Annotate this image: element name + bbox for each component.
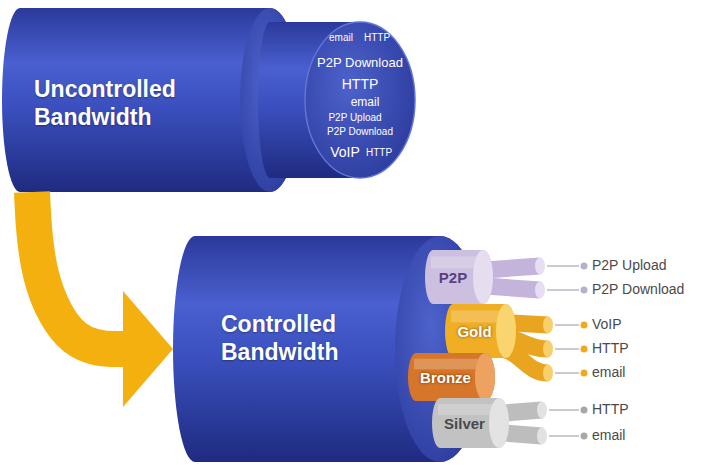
traffic-type: email — [329, 33, 353, 43]
pipe-highlight — [451, 310, 504, 322]
pipe-highlight — [438, 404, 497, 415]
tube-end — [537, 428, 547, 445]
bandwidth-cylinder: Controlled BandwidthP2PGoldBronzeSilver — [173, 236, 485, 462]
class-name: P2P — [439, 270, 467, 285]
class-pipe: Silver — [432, 398, 509, 448]
tube-end — [535, 258, 545, 275]
leader-dot — [581, 287, 588, 294]
pipe-end — [496, 304, 516, 358]
traffic-type: P2P Upload — [328, 113, 381, 123]
traffic-label: VoIP — [592, 317, 622, 332]
pipe-body — [408, 353, 495, 401]
tube-end — [537, 402, 547, 419]
arrow-head — [123, 291, 173, 407]
traffic-type: HTTP — [342, 77, 379, 91]
arrow-shaft — [32, 192, 125, 349]
traffic-label: P2P Download — [592, 282, 684, 297]
pipe-end — [489, 398, 509, 448]
traffic-label: P2P Upload — [592, 258, 666, 273]
class-name: Bronze — [420, 370, 471, 385]
pipe-highlight — [414, 359, 483, 370]
sub-tube — [485, 266, 540, 270]
transition-arrow — [32, 192, 173, 407]
class-name: Gold — [457, 324, 491, 339]
leader-dot — [581, 263, 588, 270]
traffic-type: VoIP — [330, 145, 360, 159]
cylinder-face — [305, 22, 415, 178]
traffic-type: P2P Download — [317, 56, 403, 69]
leader-lines — [547, 266, 579, 436]
traffic-type: email — [351, 96, 380, 108]
tube-end — [543, 341, 553, 358]
traffic-type: HTTP — [364, 33, 390, 43]
pipe-end — [473, 250, 493, 304]
cylinder-body — [2, 8, 300, 192]
class-name: Silver — [444, 416, 485, 431]
leader-dot — [581, 370, 588, 377]
tube-end — [543, 317, 553, 334]
tube-end — [535, 282, 545, 299]
leader-dot — [581, 433, 588, 440]
sub-tube — [485, 286, 540, 290]
class-pipe: Gold — [445, 304, 516, 358]
pipe-body — [432, 398, 509, 448]
cylinder-title: Uncontrolled Bandwidth — [34, 75, 176, 131]
pipe-end — [475, 353, 495, 401]
cylinder-title: Controlled Bandwidth — [221, 310, 339, 366]
traffic-label: email — [592, 428, 625, 443]
traffic-type: P2P Download — [327, 127, 393, 137]
traffic-face: emailHTTPP2P DownloadHTTPemailP2P Upload… — [305, 22, 415, 178]
pipe-body — [425, 250, 493, 304]
class-pipe: Bronze — [408, 353, 495, 401]
tube-end — [543, 365, 553, 382]
traffic-label: HTTP — [592, 402, 629, 417]
pipe-body — [445, 304, 516, 358]
pipe-highlight — [431, 256, 481, 268]
leader-dot — [581, 346, 588, 353]
traffic-label: email — [592, 365, 625, 380]
leader-dot — [581, 322, 588, 329]
leader-dot — [581, 407, 588, 414]
traffic-type: HTTP — [366, 148, 392, 158]
traffic-label: HTTP — [592, 341, 629, 356]
bandwidth-cylinder: Uncontrolled Bandwidth — [2, 8, 272, 192]
class-pipe: P2P — [425, 250, 493, 304]
